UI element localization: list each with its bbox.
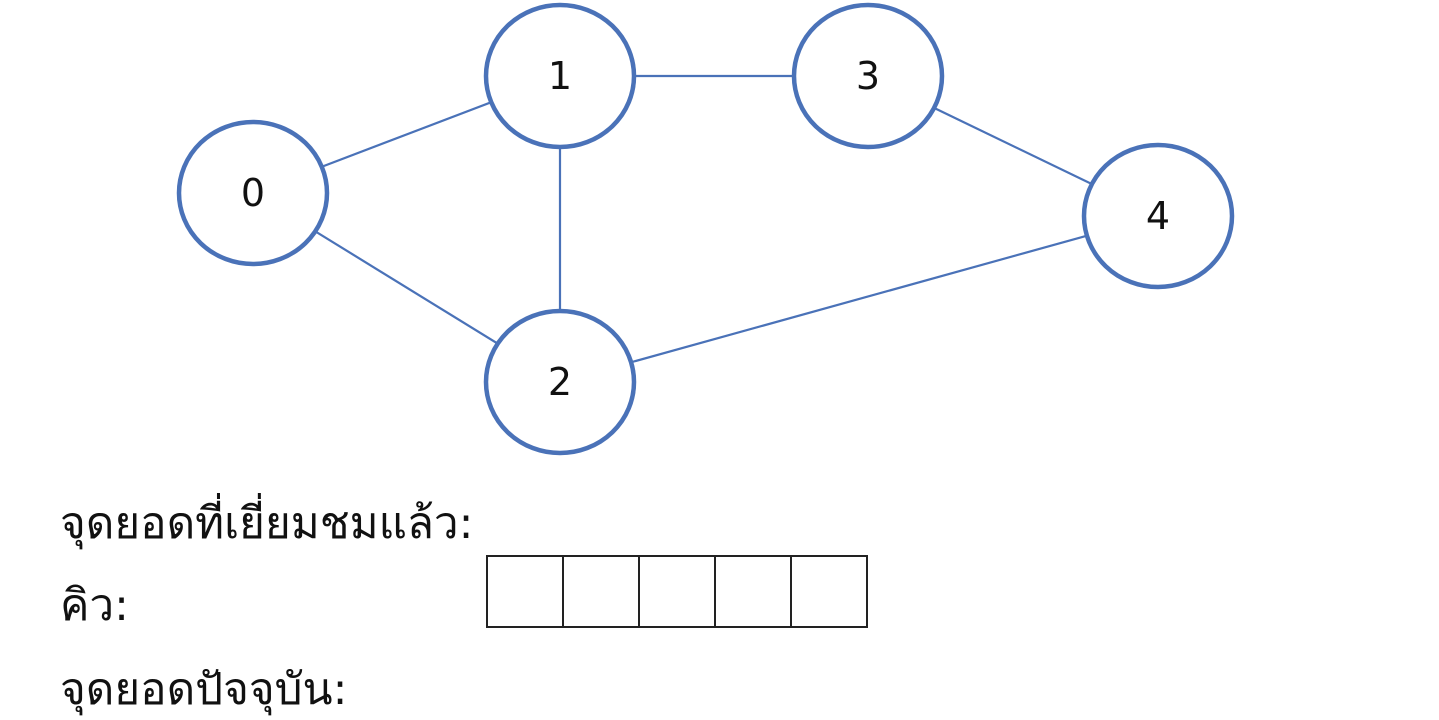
node-circle (791, 2, 945, 150)
queue-cell (790, 555, 868, 628)
node-3: 3 (791, 2, 945, 150)
graph-diagram: 0 1 2 3 4 (176, 2, 1235, 456)
edges-layer (252, 74, 1159, 384)
edge-2-4 (559, 214, 1159, 384)
node-2: 2 (483, 308, 637, 456)
node-label: 4 (1146, 194, 1170, 238)
node-circle (176, 119, 330, 267)
node-4: 4 (1081, 142, 1235, 290)
node-label: 0 (241, 171, 265, 215)
node-label: 2 (548, 360, 572, 404)
current-vertex-label: จุดยอดปัจจุบัน: (60, 664, 348, 715)
node-0: 0 (176, 119, 330, 267)
node-circle (483, 308, 637, 456)
visited-label: จุดยอดที่เยี่ยมชมแล้ว: (60, 498, 474, 549)
queue-label: คิว: (60, 580, 129, 631)
node-1: 1 (483, 2, 637, 150)
nodes-layer: 0 1 2 3 4 (176, 2, 1235, 456)
node-label: 3 (856, 54, 880, 98)
node-circle (483, 2, 637, 150)
queue-cell (638, 555, 716, 628)
node-label: 1 (548, 54, 572, 98)
node-circle (1081, 142, 1235, 290)
queue-cell (562, 555, 640, 628)
queue-cell (714, 555, 792, 628)
queue-cell (486, 555, 564, 628)
queue-boxes (486, 555, 868, 628)
